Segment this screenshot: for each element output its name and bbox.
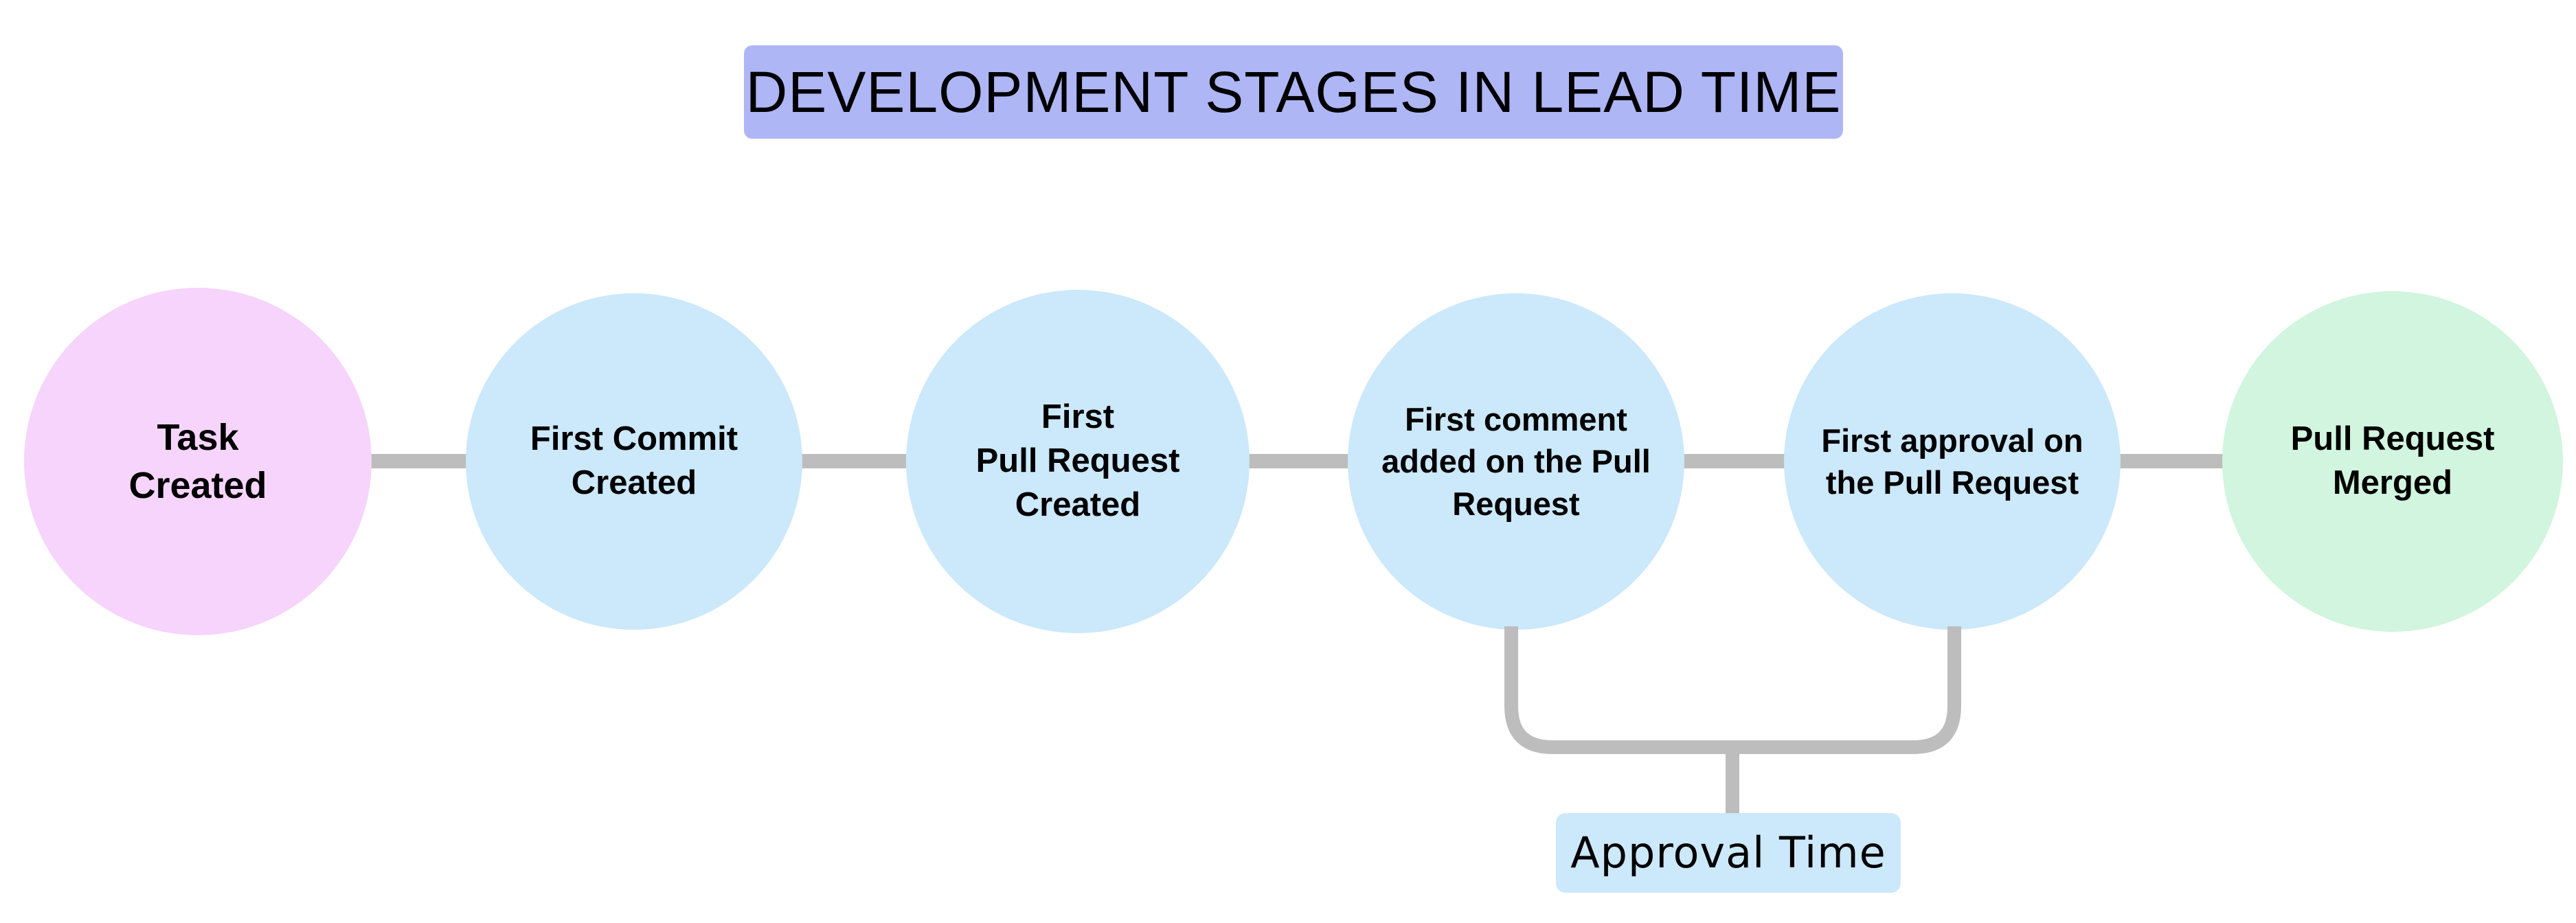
stage-node-first-commit-created[interactable]: First Commit Created: [466, 293, 802, 630]
stage-node-first-approval-on-pull-request[interactable]: First approval on the Pull Request: [1784, 293, 2121, 630]
connector-first-commit-to-first-pr: [801, 454, 906, 468]
approval-time-label: Approval Time: [1570, 828, 1886, 878]
stage-node-first-comment-on-pull-request[interactable]: First comment added on the Pull Request: [1348, 293, 1684, 630]
diagram-title-banner: DEVELOPMENT STAGES IN LEAD TIME: [744, 45, 1843, 139]
connector-approval-to-merged: [2119, 454, 2224, 468]
connector-first-pr-to-first-comment: [1248, 454, 1350, 468]
stage-label: Task Created: [128, 416, 267, 506]
bracket-path: [1504, 626, 1961, 754]
stage-label: First Commit Created: [530, 420, 738, 501]
connector-first-comment-to-approval: [1684, 454, 1785, 468]
stage-label: First comment added on the Pull Request: [1381, 401, 1651, 522]
stage-label: First Pull Request Created: [975, 398, 1180, 523]
stage-node-task-created[interactable]: Task Created: [24, 288, 372, 635]
stage-label: Pull Request Merged: [2290, 420, 2495, 501]
connector-task-to-first-commit: [365, 454, 466, 468]
approval-time-badge: Approval Time: [1556, 813, 1901, 893]
stage-label: First approval on the Pull Request: [1821, 422, 2083, 501]
stage-node-pull-request-merged[interactable]: Pull Request Merged: [2222, 291, 2563, 632]
page-title: DEVELOPMENT STAGES IN LEAD TIME: [745, 60, 1842, 124]
stage-node-first-pull-request-created[interactable]: First Pull Request Created: [906, 290, 1250, 633]
